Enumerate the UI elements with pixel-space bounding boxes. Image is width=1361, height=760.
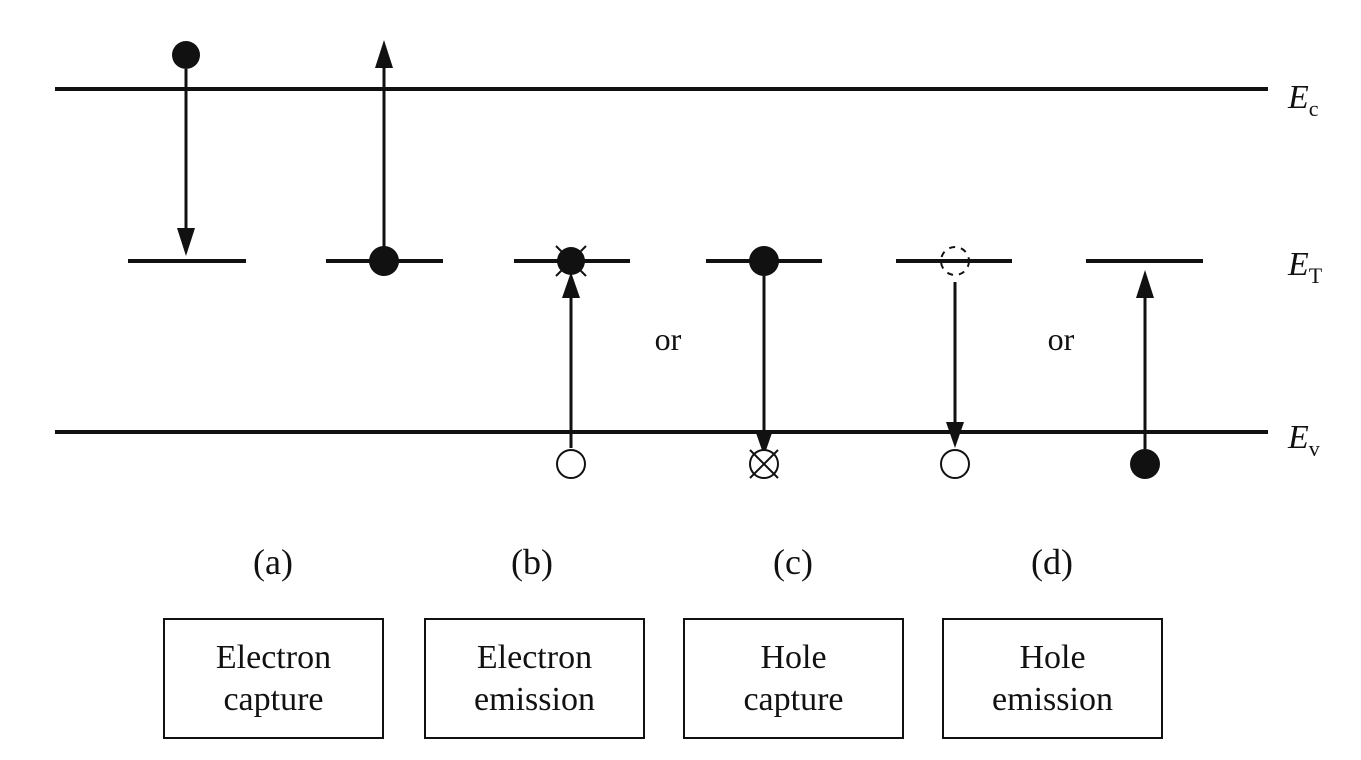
caption-line: Electron — [476, 638, 593, 676]
arrow-head-up — [375, 40, 393, 68]
electron-dot — [172, 41, 200, 69]
cross-mark — [749, 449, 779, 479]
caption-line: emission — [474, 680, 595, 718]
panel-letter-b: (b) — [511, 542, 553, 582]
caption-line: capture — [223, 680, 324, 718]
trap-level-label: ET — [1287, 246, 1323, 288]
electron-dot — [749, 246, 779, 276]
cross-mark — [555, 245, 587, 277]
caption-line: emission — [992, 680, 1113, 718]
hole-dashed-circle — [940, 246, 970, 276]
arrow-head-down — [177, 228, 195, 256]
or-connector-2: or — [1048, 321, 1075, 357]
hole-circle — [940, 449, 970, 479]
hole-circle — [556, 449, 586, 479]
caption-line: Electron — [215, 638, 332, 676]
or-connector-1: or — [655, 321, 682, 357]
panel-letter-a: (a) — [253, 542, 293, 582]
conduction-band-label: Ec — [1287, 79, 1319, 121]
panel-letter-d: (d) — [1031, 542, 1073, 582]
caption-box-a: Electron capture — [163, 618, 384, 739]
arrow-head-down — [946, 422, 964, 448]
arrow-head-down — [755, 430, 773, 456]
arrow-head-up — [562, 272, 580, 298]
caption-line: Hole — [760, 638, 827, 676]
electron-dot — [369, 246, 399, 276]
valence-band-label: Ev — [1287, 419, 1320, 461]
caption-line: capture — [743, 680, 844, 718]
electron-dot — [1130, 449, 1160, 479]
caption-line: Hole — [1019, 638, 1086, 676]
panel-letter-c: (c) — [773, 542, 813, 582]
arrow-head-up — [1136, 270, 1154, 298]
caption-box-c: Hole capture — [683, 618, 904, 739]
caption-box-d: Hole emission — [942, 618, 1163, 739]
caption-box-b: Electron emission — [424, 618, 645, 739]
